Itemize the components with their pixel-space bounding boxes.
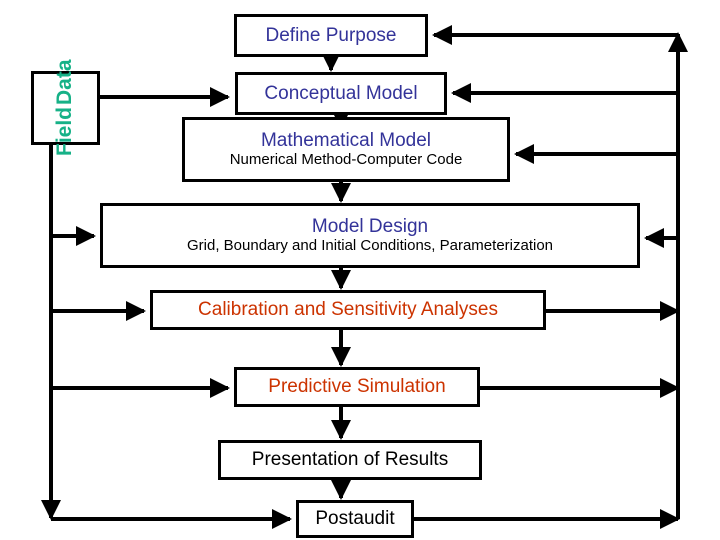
node-mathematical-model-label: Mathematical Model: [260, 130, 432, 152]
node-mathematical-model[interactable]: Mathematical Model Numerical Method-Comp…: [182, 117, 510, 182]
node-field-data-vertical-text: Field Data: [53, 60, 76, 157]
node-model-design[interactable]: Model Design Grid, Boundary and Initial …: [100, 203, 640, 268]
node-model-design-label: Model Design: [311, 216, 429, 238]
node-model-design-sublabel: Grid, Boundary and Initial Conditions, P…: [186, 237, 554, 255]
node-presentation-of-results-label: Presentation of Results: [251, 449, 449, 471]
node-field-data-label-line2: Data: [53, 59, 77, 106]
node-define-purpose-label: Define Purpose: [265, 24, 397, 46]
node-define-purpose[interactable]: Define Purpose: [234, 14, 428, 57]
node-postaudit[interactable]: Postaudit: [296, 500, 414, 538]
node-postaudit-label: Postaudit: [315, 508, 395, 530]
node-predictive-simulation[interactable]: Predictive Simulation: [234, 367, 480, 407]
node-predictive-simulation-label: Predictive Simulation: [268, 376, 446, 398]
node-conceptual-model-label: Conceptual Model: [264, 82, 418, 104]
node-conceptual-model[interactable]: Conceptual Model: [235, 72, 447, 115]
node-field-data[interactable]: Field Data: [31, 60, 100, 157]
node-calibration-label: Calibration and Sensitivity Analyses: [198, 299, 498, 321]
node-presentation-of-results[interactable]: Presentation of Results: [218, 440, 482, 480]
node-calibration[interactable]: Calibration and Sensitivity Analyses: [150, 290, 546, 330]
node-field-data-label-line1: Field: [53, 107, 77, 157]
node-mathematical-model-sublabel: Numerical Method-Computer Code: [229, 151, 463, 169]
